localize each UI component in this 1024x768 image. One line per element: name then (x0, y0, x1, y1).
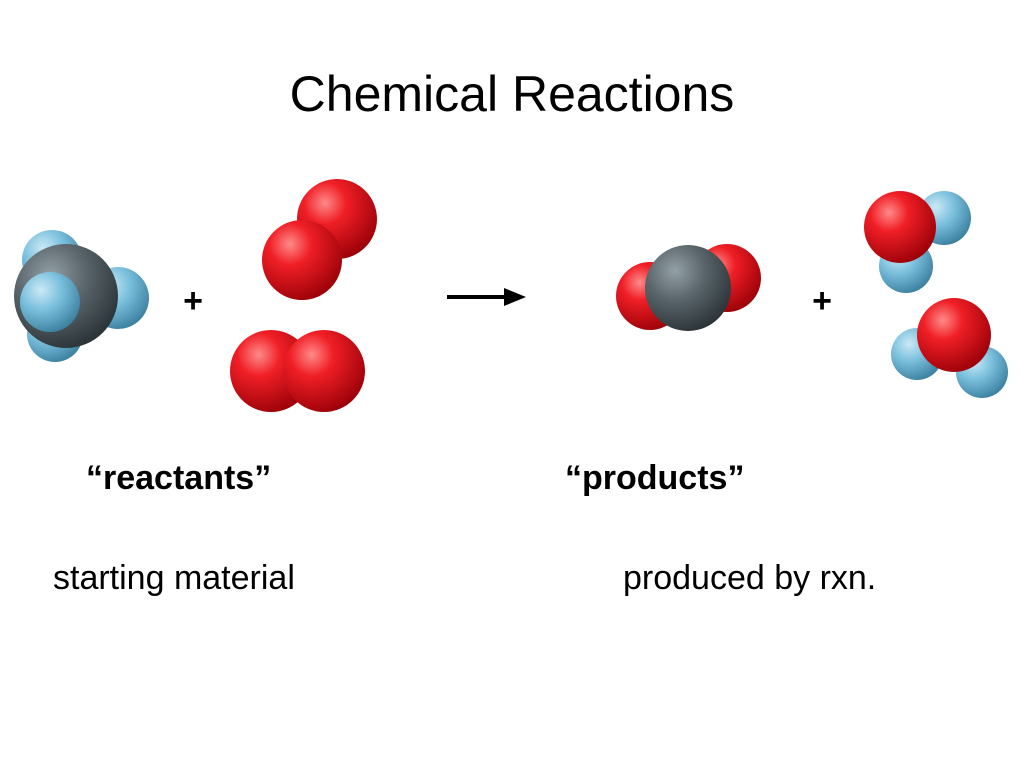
oxygen-atom (917, 298, 991, 372)
oxygen-molecule-bottom (230, 330, 365, 412)
reaction-diagram: + + (0, 172, 1024, 427)
oxygen-atom (262, 220, 342, 300)
water-molecule-top (864, 191, 971, 293)
products-label: “products” (565, 459, 745, 497)
water-molecule-bottom (891, 298, 1008, 398)
right-arrow-icon (447, 288, 526, 306)
oxygen-molecule-top (262, 179, 377, 300)
reactants-description: starting material (53, 559, 295, 597)
products-description: produced by rxn. (623, 559, 877, 597)
methane-molecule (14, 230, 149, 362)
oxygen-atom (283, 330, 365, 412)
oxygen-atom (864, 191, 936, 263)
reaction-diagram-svg: + + (14, 179, 1008, 412)
reactants-label: “reactants” (86, 459, 272, 497)
plus-sign: + (812, 282, 832, 320)
carbon-dioxide-molecule (616, 244, 761, 331)
plus-sign: + (183, 282, 203, 320)
slide-title: Chemical Reactions (289, 66, 735, 122)
carbon-atom (645, 245, 731, 331)
hydrogen-atom (20, 272, 80, 332)
